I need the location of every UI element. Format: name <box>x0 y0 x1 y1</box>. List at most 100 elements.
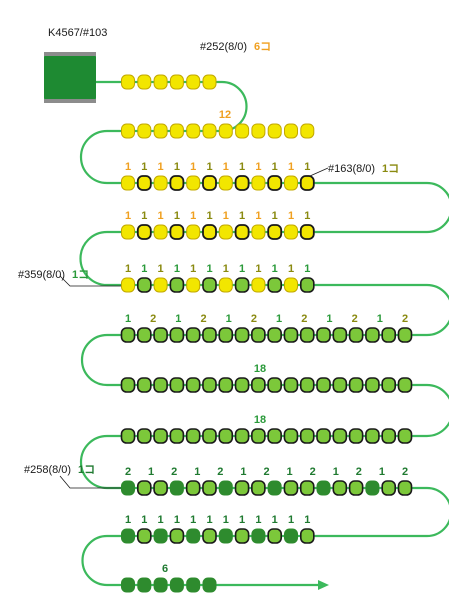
bead <box>169 123 184 139</box>
spool-top-flange <box>44 52 96 56</box>
bead <box>234 327 250 343</box>
count-label: 2 <box>301 313 307 325</box>
bead <box>186 224 201 240</box>
bead <box>121 277 135 293</box>
bead <box>153 480 168 496</box>
bead <box>121 175 135 191</box>
bead <box>251 327 266 343</box>
count-label: 2 <box>171 466 177 478</box>
count-label: 1 <box>304 161 310 173</box>
bead <box>365 480 380 496</box>
bead <box>121 528 135 544</box>
thread-line <box>79 80 449 587</box>
bead <box>381 377 397 393</box>
bead <box>120 327 136 343</box>
bead <box>218 528 233 544</box>
bead <box>169 377 185 393</box>
count-label: 1 <box>158 263 164 275</box>
count-label: 1 <box>141 514 147 526</box>
bead <box>202 74 217 90</box>
count-label: 1 <box>288 161 294 173</box>
bead <box>348 480 364 496</box>
count-label: 1 <box>240 466 246 478</box>
count-label: 1 <box>272 161 278 173</box>
bead <box>397 327 413 343</box>
bead <box>284 123 298 139</box>
bead <box>153 577 168 593</box>
bead <box>283 428 299 444</box>
count-label: 1 <box>223 514 229 526</box>
count-label: 2 <box>217 466 223 478</box>
count-label: 1 <box>304 514 310 526</box>
bead <box>397 377 413 393</box>
bead <box>251 377 266 393</box>
bead <box>234 277 250 293</box>
count-label: 1 <box>276 313 282 325</box>
count-label: 1 <box>174 514 180 526</box>
bead <box>121 577 135 593</box>
bead <box>185 480 201 496</box>
count-label: 1 <box>206 263 212 275</box>
bead <box>202 480 217 496</box>
count-label: 2 <box>150 313 156 325</box>
count-label: 2 <box>310 466 316 478</box>
bead <box>283 327 299 343</box>
count-label: 1 <box>174 263 180 275</box>
bead <box>218 123 233 139</box>
bead <box>365 428 380 444</box>
label-163-leader <box>309 167 329 177</box>
count-label: 1 <box>223 210 229 222</box>
bead <box>202 123 217 139</box>
bead <box>186 528 201 544</box>
bead <box>299 377 315 393</box>
count-label: 1 <box>223 161 229 173</box>
count-label: 1 <box>333 466 339 478</box>
count-label: 1 <box>239 263 245 275</box>
count-label: 1 <box>141 263 147 275</box>
bead <box>381 428 397 444</box>
bead <box>284 224 298 240</box>
bead <box>234 175 250 191</box>
bead <box>332 480 348 496</box>
bead <box>267 377 282 393</box>
count-label: 1 <box>288 514 294 526</box>
bead <box>169 175 185 191</box>
count-label: 1 <box>206 161 212 173</box>
bead <box>121 224 135 240</box>
count-label: 1 <box>272 514 278 526</box>
bead <box>284 175 298 191</box>
count-label: 1 <box>226 313 232 325</box>
bead <box>381 327 397 343</box>
bead <box>332 377 348 393</box>
bead <box>299 175 315 191</box>
bead <box>186 577 201 593</box>
bead <box>202 327 217 343</box>
count-label: 1 <box>190 263 196 275</box>
row-total-label: 18 <box>254 414 266 426</box>
count-label: 1 <box>288 210 294 222</box>
label-252-count: 6コ <box>254 41 271 53</box>
row-total-label: 18 <box>254 363 266 375</box>
bead <box>202 577 217 593</box>
count-label: 2 <box>402 466 408 478</box>
count-label: 1 <box>239 210 245 222</box>
bead <box>299 528 315 544</box>
count-label: 1 <box>148 466 154 478</box>
bead <box>153 277 168 293</box>
bead <box>153 428 168 444</box>
bead <box>136 428 152 444</box>
bead <box>121 74 135 90</box>
count-label: 1 <box>158 514 164 526</box>
label-359-leader <box>59 275 121 287</box>
bead <box>136 175 152 191</box>
bead <box>251 528 266 544</box>
bead <box>267 428 282 444</box>
label-359-code: #359(8/0) <box>18 269 65 281</box>
bead <box>316 377 331 393</box>
count-label: 1 <box>190 514 196 526</box>
bead <box>186 277 201 293</box>
bead <box>153 224 168 240</box>
bead <box>267 224 283 240</box>
count-label: 1 <box>272 263 278 275</box>
count-label: 1 <box>190 210 196 222</box>
